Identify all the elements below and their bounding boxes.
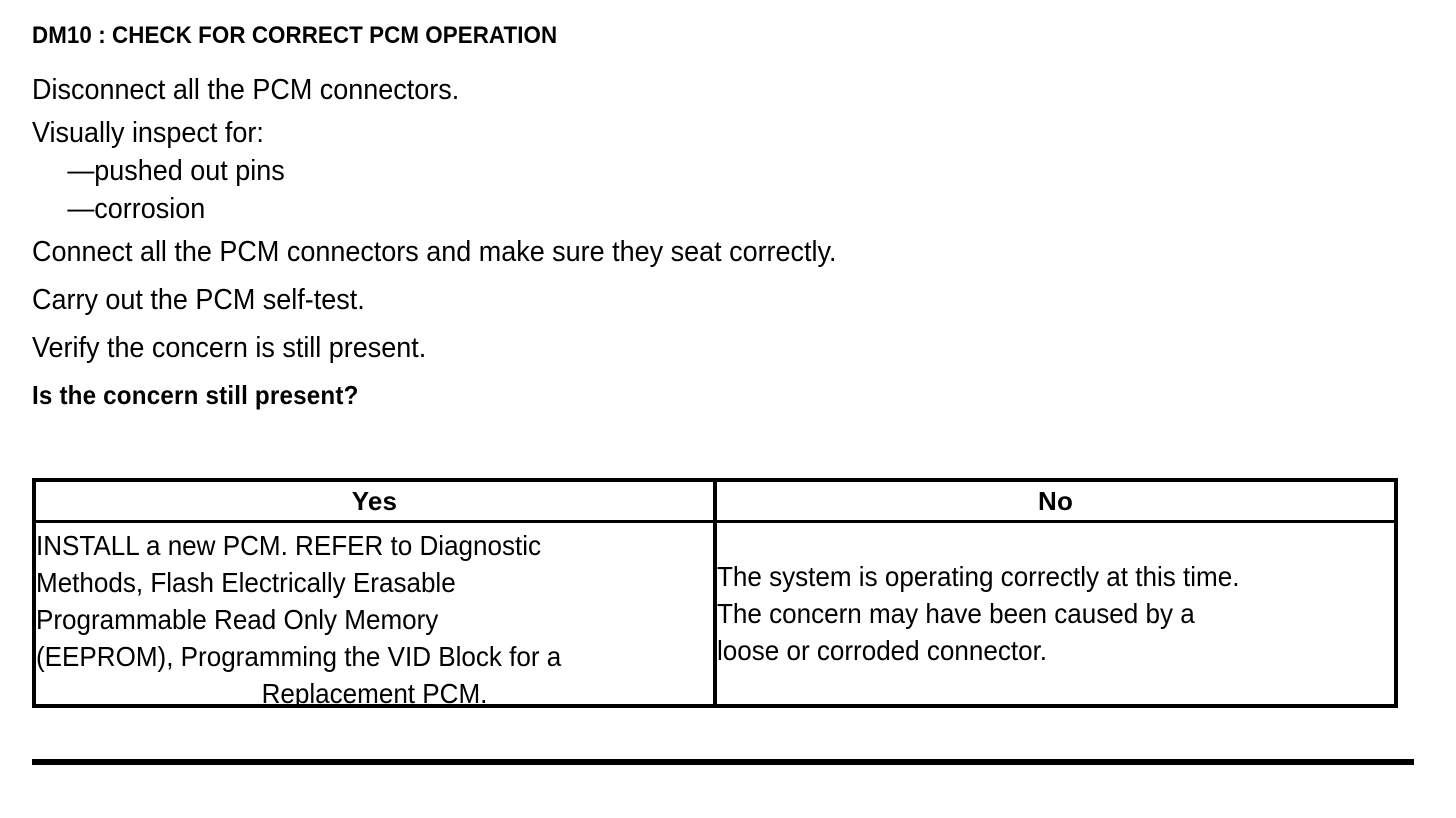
- decision-question: Is the concern still present?: [32, 380, 359, 410]
- decision-table: Yes No INSTALL a new PCM. REFER to Diagn…: [32, 478, 1398, 708]
- procedure-step: Carry out the PCM self-test.: [32, 284, 365, 316]
- procedure-step: Disconnect all the PCM connectors.: [32, 74, 460, 106]
- procedure-step-bullet: —pushed out pins: [67, 155, 285, 187]
- cell-text-line: The system is operating correctly at thi…: [717, 561, 1240, 592]
- procedure-step-bullet: —corrosion: [67, 193, 206, 225]
- table-header-no: No: [1037, 485, 1074, 516]
- procedure-step-list: Disconnect all the PCM connectors. Visua…: [32, 66, 1412, 418]
- table-row: INSTALL a new PCM. REFER to Diagnostic M…: [36, 523, 1394, 704]
- cell-text-line: Programmable Read Only Memory: [36, 604, 439, 635]
- table-cell-no-action: The system is operating correctly at thi…: [717, 523, 1394, 704]
- table-header-row: Yes No: [36, 482, 1394, 523]
- section-divider-rule: [32, 759, 1414, 765]
- procedure-step: Visually inspect for:: [32, 117, 264, 149]
- table-cell-yes-action: INSTALL a new PCM. REFER to Diagnostic M…: [36, 523, 717, 704]
- cell-text-line: (EEPROM), Programming the VID Block for …: [36, 641, 562, 672]
- table-header-yes: Yes: [36, 482, 717, 520]
- page-title: DM10 : CHECK FOR CORRECT PCM OPERATION: [32, 22, 558, 49]
- cell-text-line: Replacement PCM.: [261, 678, 488, 704]
- cell-text-line: INSTALL a new PCM. REFER to Diagnostic: [36, 530, 542, 561]
- cell-text-line: The concern may have been caused by a: [717, 598, 1195, 629]
- cell-text-line: Methods, Flash Electrically Erasable: [36, 567, 456, 598]
- procedure-step: Connect all the PCM connectors and make …: [32, 236, 837, 268]
- procedure-step: Verify the concern is still present.: [32, 332, 427, 364]
- cell-text-line: loose or corroded connector.: [717, 635, 1048, 666]
